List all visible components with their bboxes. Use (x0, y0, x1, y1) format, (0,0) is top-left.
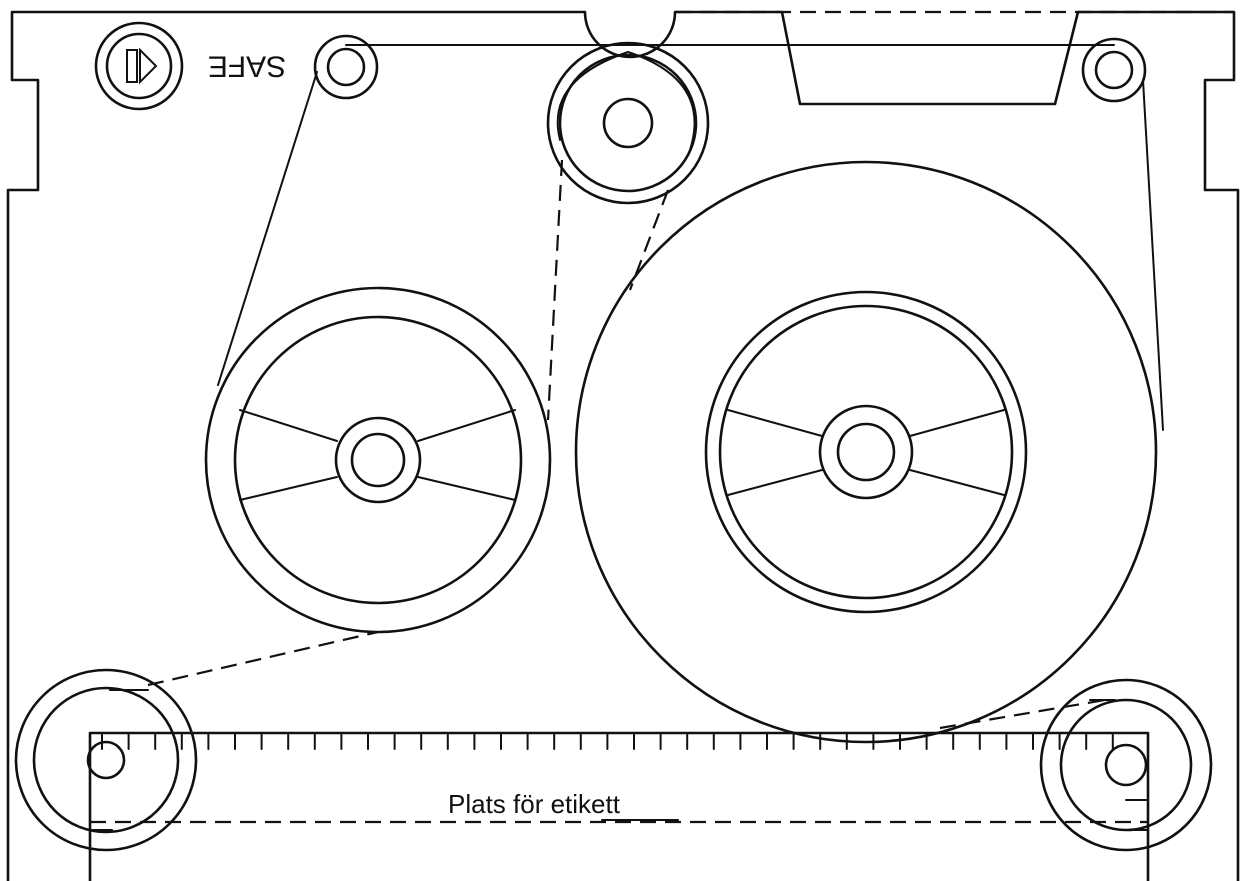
reel-left-spokes (239, 409, 516, 501)
reel-right (574, 160, 1158, 744)
tape-path (109, 44, 1164, 701)
reel-left (204, 286, 552, 634)
label-area (88, 731, 1150, 881)
tape-path-dashed (147, 159, 1106, 730)
reel-right-spokes (727, 409, 1005, 496)
cartridge-outline (6, 10, 1240, 881)
guide-roller-top-right (1081, 37, 1147, 103)
guide-roller-top-left (313, 34, 379, 100)
ruler-ticks (101, 732, 1114, 750)
label-area-text: Plats för etikett (448, 789, 621, 819)
safe-write-protect-icon (94, 21, 184, 111)
capstan-roller-top (546, 41, 710, 205)
safe-label: SAFE (208, 50, 286, 83)
guide-roller-bottom-left (14, 668, 198, 852)
